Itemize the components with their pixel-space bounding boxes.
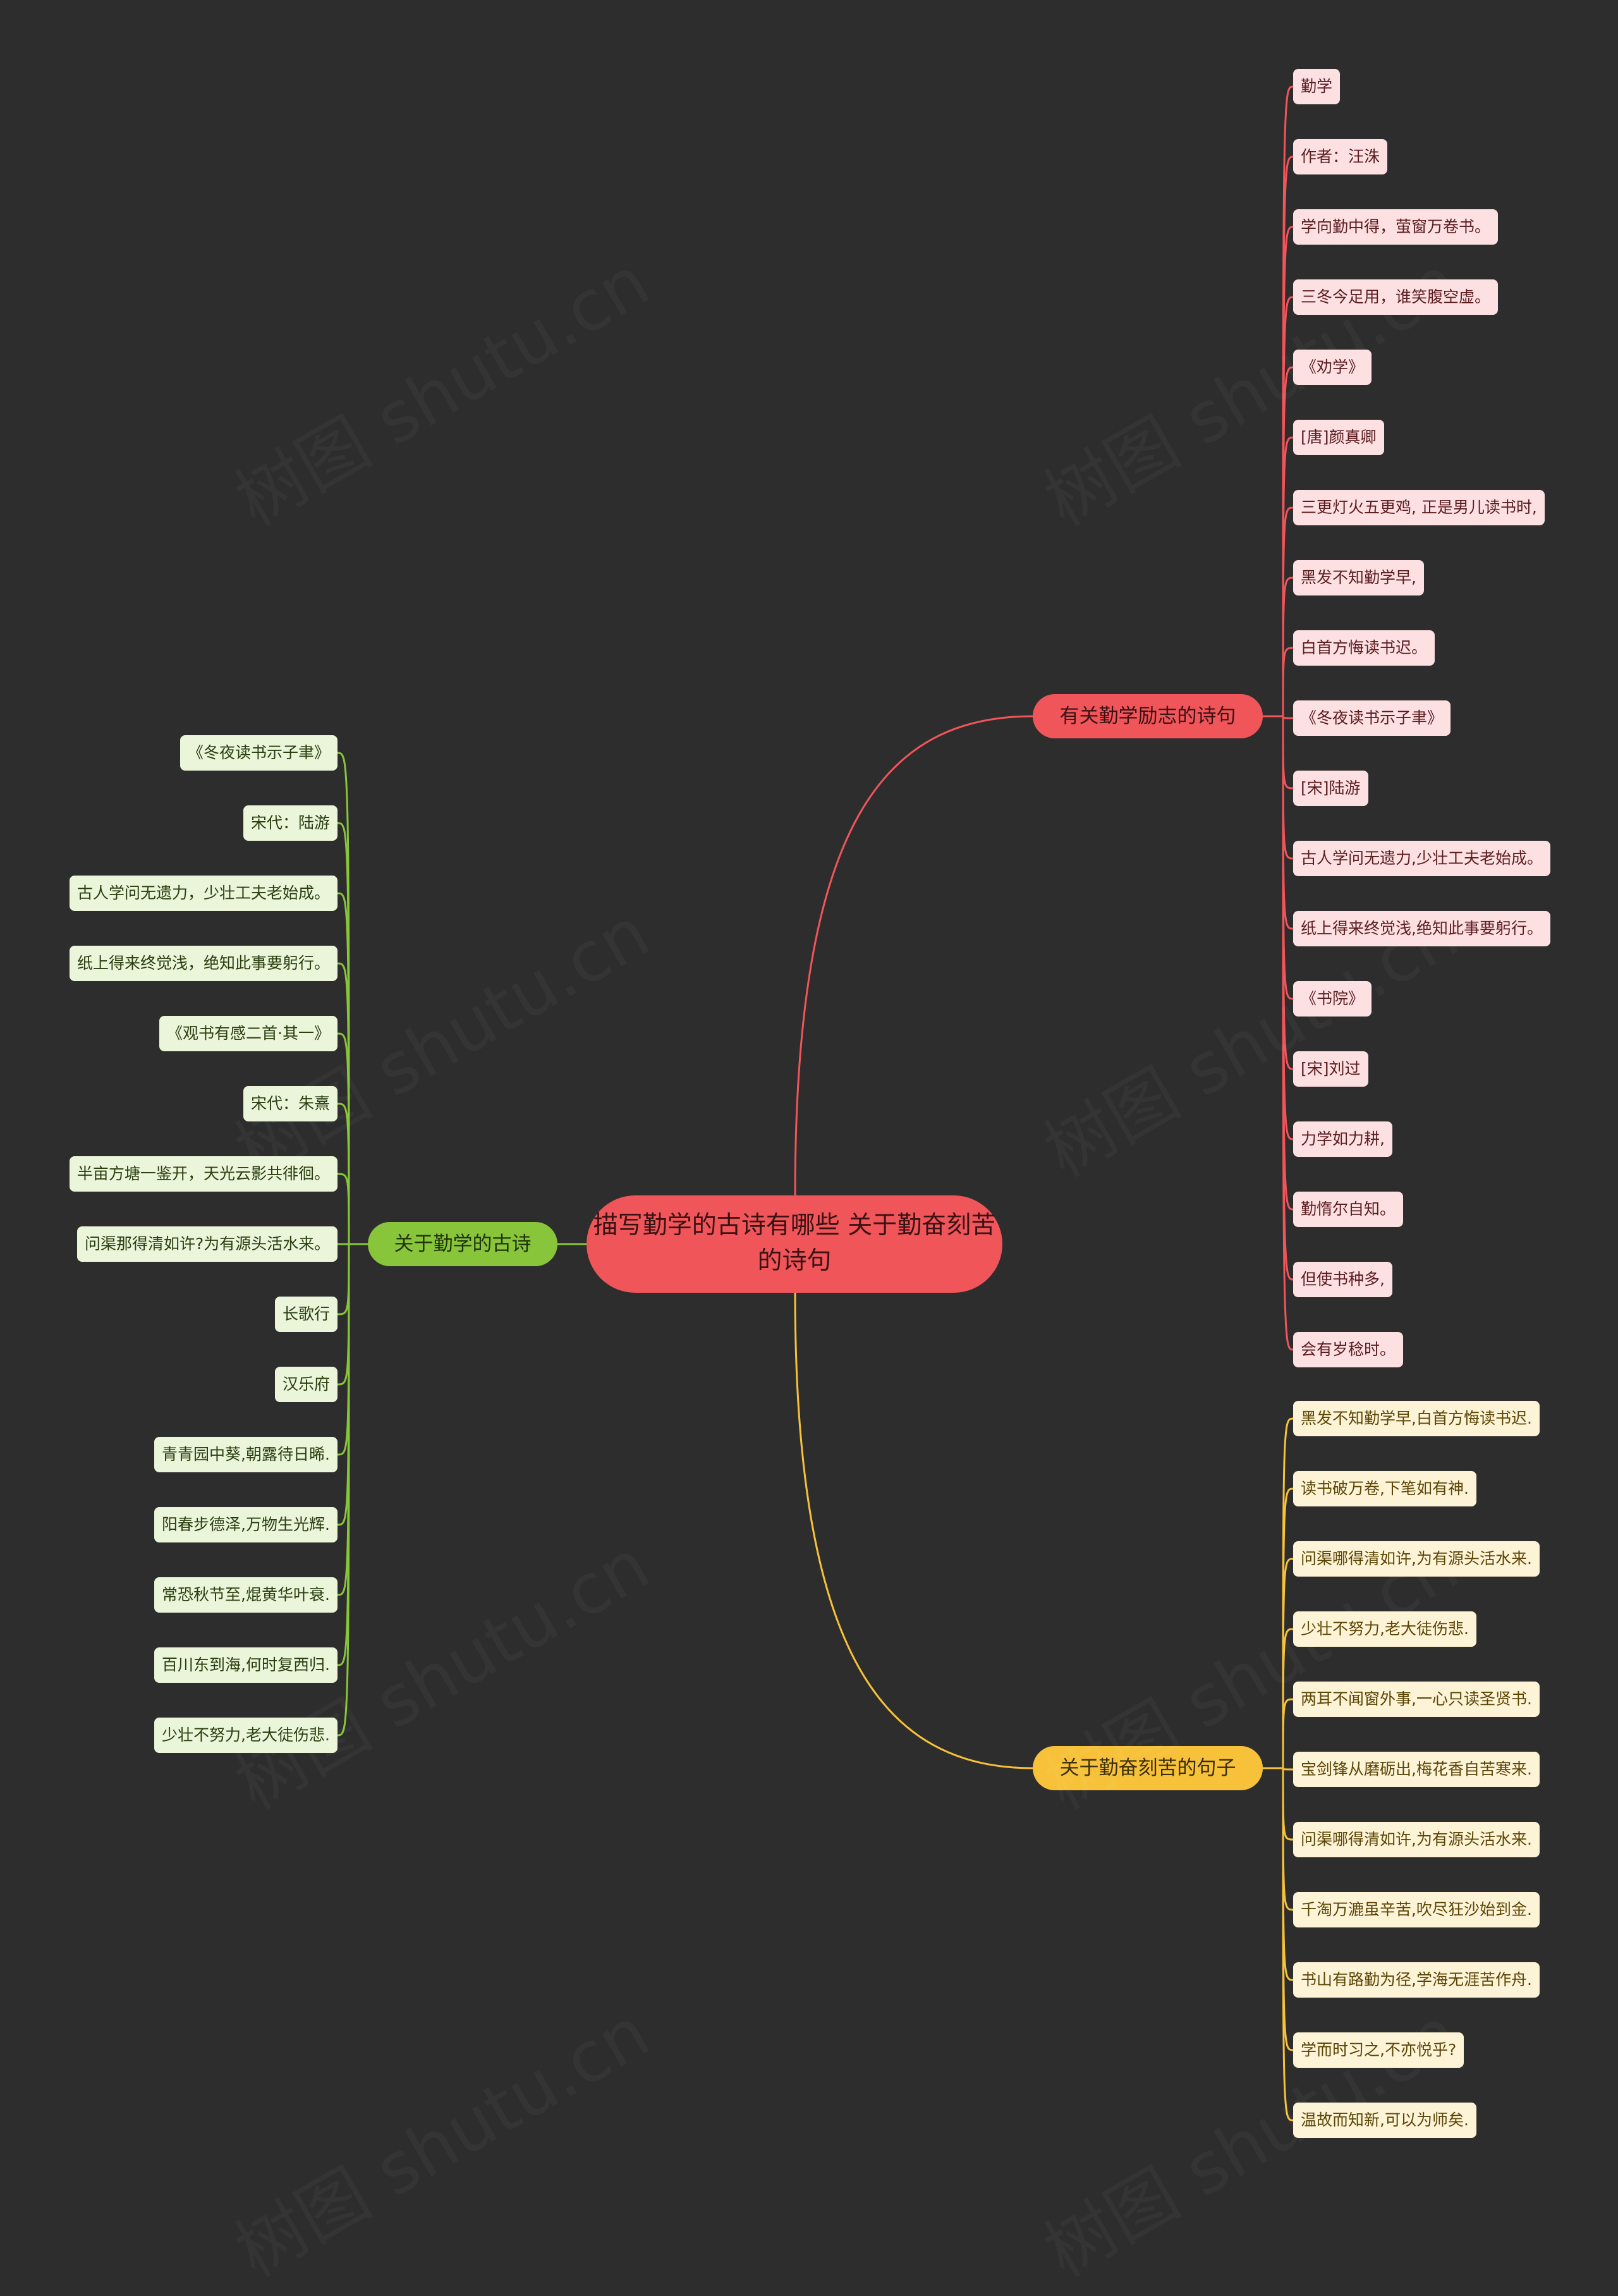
red-leaf-9[interactable]: 白首方悔读书迟。 bbox=[1293, 630, 1435, 666]
red-leaf-17[interactable]: 勤惰尔自知。 bbox=[1293, 1192, 1404, 1227]
green-leaf-6[interactable]: 宋代：朱熹 bbox=[243, 1086, 338, 1121]
green-leaf-10[interactable]: 汉乐府 bbox=[275, 1367, 338, 1402]
connector-lines bbox=[337, 85, 1294, 2122]
red-leaf-12[interactable]: 古人学问无遗力,少壮工夫老始成。 bbox=[1293, 841, 1550, 876]
yellow-connector-11 bbox=[1282, 1768, 1294, 2122]
branch-diligence-sentences[interactable]: 关于勤奋刻苦的句子 bbox=[1033, 1746, 1263, 1790]
red-connector-11 bbox=[1282, 716, 1294, 790]
yellow-leaf-2[interactable]: 读书破万卷,下笔如有神. bbox=[1293, 1471, 1476, 1506]
green-leaf-12[interactable]: 阳春步德泽,万物生光辉. bbox=[154, 1507, 338, 1542]
yellow-leaf-11[interactable]: 温故而知新,可以为师矣. bbox=[1293, 2103, 1476, 2138]
branch-motivational-poems[interactable]: 有关勤学励志的诗句 bbox=[1033, 694, 1263, 738]
branch-ancient-poems[interactable]: 关于勤学的古诗 bbox=[368, 1222, 557, 1266]
yellow-leaf-1[interactable]: 黑发不知勤学早,白首方悔读书迟. bbox=[1293, 1401, 1540, 1436]
red-leaf-15[interactable]: [宋]刘过 bbox=[1293, 1051, 1368, 1087]
connector-root-red bbox=[794, 715, 1033, 1196]
red-leaf-6[interactable]: [唐]颜真卿 bbox=[1293, 420, 1384, 455]
red-leaf-13[interactable]: 纸上得来终觉浅,绝知此事要躬行。 bbox=[1293, 911, 1550, 946]
green-leaf-3[interactable]: 古人学问无遗力，少壮工夫老始成。 bbox=[70, 876, 338, 911]
green-connector-5 bbox=[337, 1032, 350, 1245]
yellow-leaf-4[interactable]: 少壮不努力,老大徒伤悲. bbox=[1293, 1611, 1476, 1647]
red-connector-19 bbox=[1282, 716, 1294, 1351]
green-connector-11 bbox=[337, 1243, 350, 1456]
green-leaf-7[interactable]: 半亩方塘一鉴开，天光云影共徘徊。 bbox=[70, 1156, 338, 1192]
green-leaf-2[interactable]: 宋代：陆游 bbox=[243, 805, 338, 841]
red-leaf-14[interactable]: 《书院》 bbox=[1293, 981, 1372, 1017]
green-leaf-14[interactable]: 百川东到海,何时复西归. bbox=[154, 1647, 338, 1683]
green-connector-7 bbox=[337, 1173, 350, 1245]
root-topic[interactable]: 描写勤学的古诗有哪些 关于勤奋刻苦的诗句 bbox=[587, 1195, 1002, 1293]
yellow-leaf-5[interactable]: 两耳不闻窗外事,一心只读圣贤书. bbox=[1293, 1682, 1540, 1717]
yellow-leaf-6[interactable]: 宝剑锋从磨砺出,梅花香自苦寒来. bbox=[1293, 1752, 1540, 1787]
red-leaf-10[interactable]: 《冬夜读书示子聿》 bbox=[1293, 700, 1451, 736]
yellow-connector-6 bbox=[1282, 1768, 1294, 1771]
green-connector-9 bbox=[337, 1243, 350, 1316]
red-connector-8 bbox=[1282, 577, 1294, 717]
green-leaf-13[interactable]: 常恐秋节至,焜黄华叶衰. bbox=[154, 1577, 338, 1613]
red-leaf-4[interactable]: 三冬今足用，谁笑腹空虚。 bbox=[1293, 279, 1499, 315]
green-leaf-15[interactable]: 少壮不努力,老大徒伤悲. bbox=[154, 1718, 338, 1753]
red-connector-9 bbox=[1282, 647, 1294, 717]
red-leaf-5[interactable]: 《劝学》 bbox=[1293, 350, 1372, 385]
yellow-leaf-7[interactable]: 问渠哪得清如许,为有源头活水来. bbox=[1293, 1822, 1540, 1857]
red-leaf-19[interactable]: 会有岁稔时。 bbox=[1293, 1332, 1404, 1367]
green-leaf-5[interactable]: 《观书有感二首·其一》 bbox=[159, 1016, 338, 1051]
yellow-connector-5 bbox=[1282, 1698, 1294, 1769]
red-leaf-16[interactable]: 力学如力耕, bbox=[1293, 1121, 1392, 1157]
green-leaf-11[interactable]: 青青园中葵,朝露待日晞. bbox=[154, 1437, 338, 1472]
green-leaf-8[interactable]: 问渠那得清如许?为有源头活水来。 bbox=[77, 1226, 338, 1262]
red-connector-6 bbox=[1282, 436, 1294, 717]
green-leaf-1[interactable]: 《冬夜读书示子聿》 bbox=[180, 735, 338, 771]
red-leaf-2[interactable]: 作者：汪洙 bbox=[1293, 139, 1388, 174]
green-leaf-9[interactable]: 长歌行 bbox=[275, 1297, 338, 1332]
red-leaf-1[interactable]: 勤学 bbox=[1293, 69, 1341, 104]
red-leaf-11[interactable]: [宋]陆游 bbox=[1293, 771, 1368, 806]
yellow-connector-7 bbox=[1282, 1768, 1294, 1841]
red-leaf-3[interactable]: 学向勤中得，萤窗万卷书。 bbox=[1293, 209, 1499, 245]
yellow-leaf-10[interactable]: 学而时习之,不亦悦乎? bbox=[1293, 2032, 1464, 2068]
green-connector-15 bbox=[337, 1243, 350, 1737]
red-connector-10 bbox=[1282, 716, 1294, 719]
connector-root-yellow bbox=[794, 1292, 1033, 1769]
red-leaf-8[interactable]: 黑发不知勤学早, bbox=[1293, 560, 1424, 595]
yellow-leaf-3[interactable]: 问渠哪得清如许,为有源头活水来. bbox=[1293, 1541, 1540, 1577]
green-leaf-4[interactable]: 纸上得来终觉浅，绝知此事要躬行。 bbox=[70, 946, 338, 981]
red-leaf-18[interactable]: 但使书种多, bbox=[1293, 1262, 1392, 1297]
yellow-leaf-8[interactable]: 千淘万漉虽辛苦,吹尽狂沙始到金. bbox=[1293, 1892, 1540, 1927]
yellow-leaf-9[interactable]: 书山有路勤为径,学海无涯苦作舟. bbox=[1293, 1962, 1540, 1998]
red-leaf-7[interactable]: 三更灯火五更鸡, 正是男儿读书时, bbox=[1293, 490, 1545, 525]
